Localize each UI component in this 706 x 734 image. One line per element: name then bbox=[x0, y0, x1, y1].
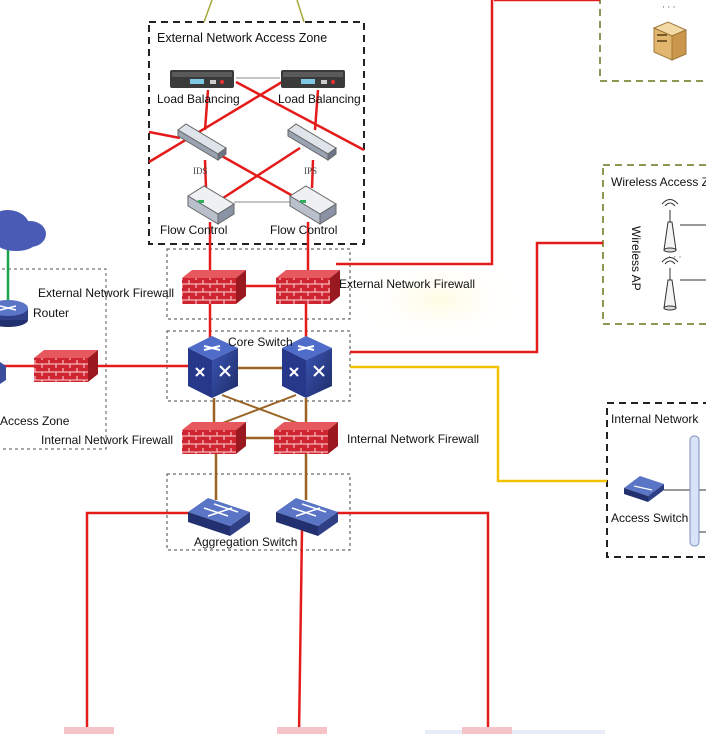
ips-label: IPS bbox=[304, 166, 318, 176]
access-switch-label: Access Switch bbox=[611, 511, 689, 525]
wireless-ap-label: Wireless AP bbox=[629, 226, 643, 291]
link-lb2-left bbox=[148, 80, 283, 164]
ap-dots: · · · bbox=[668, 252, 682, 262]
access-zone-box bbox=[0, 268, 107, 450]
external-firewall-label-right: External Network Firewall bbox=[339, 277, 476, 291]
flow-control-label-2: Flow Control bbox=[270, 223, 338, 237]
label-glow bbox=[350, 255, 530, 345]
left-edge-device bbox=[0, 362, 6, 384]
external-access-zone-title: External Network Access Zone bbox=[157, 31, 328, 45]
load-balancer-2 bbox=[281, 70, 345, 88]
bottom-drop-2 bbox=[277, 727, 327, 734]
internal-firewall-label-left: Internal Network Firewall bbox=[41, 433, 174, 447]
bottom-drop-1 bbox=[64, 727, 114, 734]
wireless-zone-box bbox=[602, 164, 706, 325]
access-zone-label: Access Zone bbox=[0, 414, 70, 428]
link-top-olive-1 bbox=[203, 0, 213, 23]
internal-zone-title: Internal Network bbox=[611, 412, 699, 426]
external-firewall-1 bbox=[182, 270, 246, 304]
link-core-wireless bbox=[350, 241, 603, 354]
flow-control-device-1 bbox=[187, 185, 235, 225]
external-firewall-2 bbox=[276, 270, 340, 304]
wireless-ap-1 bbox=[661, 199, 679, 253]
link-ips-fc1 bbox=[219, 146, 301, 202]
link-ids-fc2 bbox=[219, 153, 301, 202]
link-left-to-ids bbox=[148, 130, 181, 140]
server-zone-box bbox=[599, 0, 706, 82]
ids-label: IDS bbox=[193, 166, 208, 176]
internal-firewall-1 bbox=[182, 422, 246, 454]
link-core-internal bbox=[350, 365, 607, 483]
aggregation-switch-label: Aggregation Switch bbox=[194, 535, 298, 549]
router-label: Router bbox=[33, 306, 70, 320]
server-dots: · · · bbox=[662, 2, 676, 12]
load-balancing-label-1: Load Balancing bbox=[157, 92, 240, 106]
link-ids-fc1 bbox=[203, 159, 208, 189]
link-core1-fwint2 bbox=[221, 394, 301, 425]
link-lb1-ids bbox=[203, 89, 210, 131]
link-ips-fc2 bbox=[310, 159, 315, 189]
link-top-olive-2 bbox=[296, 0, 305, 23]
ids-device bbox=[177, 123, 227, 161]
server-icon bbox=[652, 21, 688, 61]
core-switch-1 bbox=[188, 336, 238, 398]
link-agg-left-down bbox=[85, 511, 190, 734]
bottom-region-tint bbox=[425, 730, 605, 734]
link-agg-right-down bbox=[336, 511, 490, 734]
link-core-server bbox=[336, 0, 494, 266]
flow-control-device-2 bbox=[289, 185, 337, 225]
ips-device bbox=[287, 123, 337, 161]
wireless-zone-title: Wireless Access Z bbox=[611, 175, 706, 189]
access-zone-firewall bbox=[34, 350, 98, 382]
router-icon bbox=[0, 300, 28, 327]
access-switch-device bbox=[624, 476, 664, 502]
load-balancing-label-2: Load Balancing bbox=[278, 92, 361, 106]
ext-firewall-group-box bbox=[166, 248, 351, 320]
internal-firewall-2 bbox=[274, 422, 338, 454]
cloud-icon bbox=[0, 210, 46, 251]
aggregation-switch-1 bbox=[188, 498, 250, 536]
aggregation-switch-2 bbox=[276, 498, 338, 536]
core-switch-2 bbox=[282, 336, 332, 398]
link-core2-fwint1 bbox=[219, 394, 297, 425]
core-switch-label: Core Switch bbox=[228, 335, 293, 349]
link-lb1-right bbox=[235, 80, 365, 152]
link-agg-mid-down bbox=[297, 529, 304, 734]
internal-firewall-label-right: Internal Network Firewall bbox=[347, 432, 480, 446]
load-balancer-1 bbox=[170, 70, 234, 88]
wireless-ap-2 bbox=[661, 257, 679, 311]
bottom-drop-3 bbox=[462, 727, 512, 734]
flow-control-label-1: Flow Control bbox=[160, 223, 228, 237]
internal-bus-bar bbox=[689, 435, 700, 547]
external-firewall-label-left: External Network Firewall bbox=[38, 286, 175, 300]
